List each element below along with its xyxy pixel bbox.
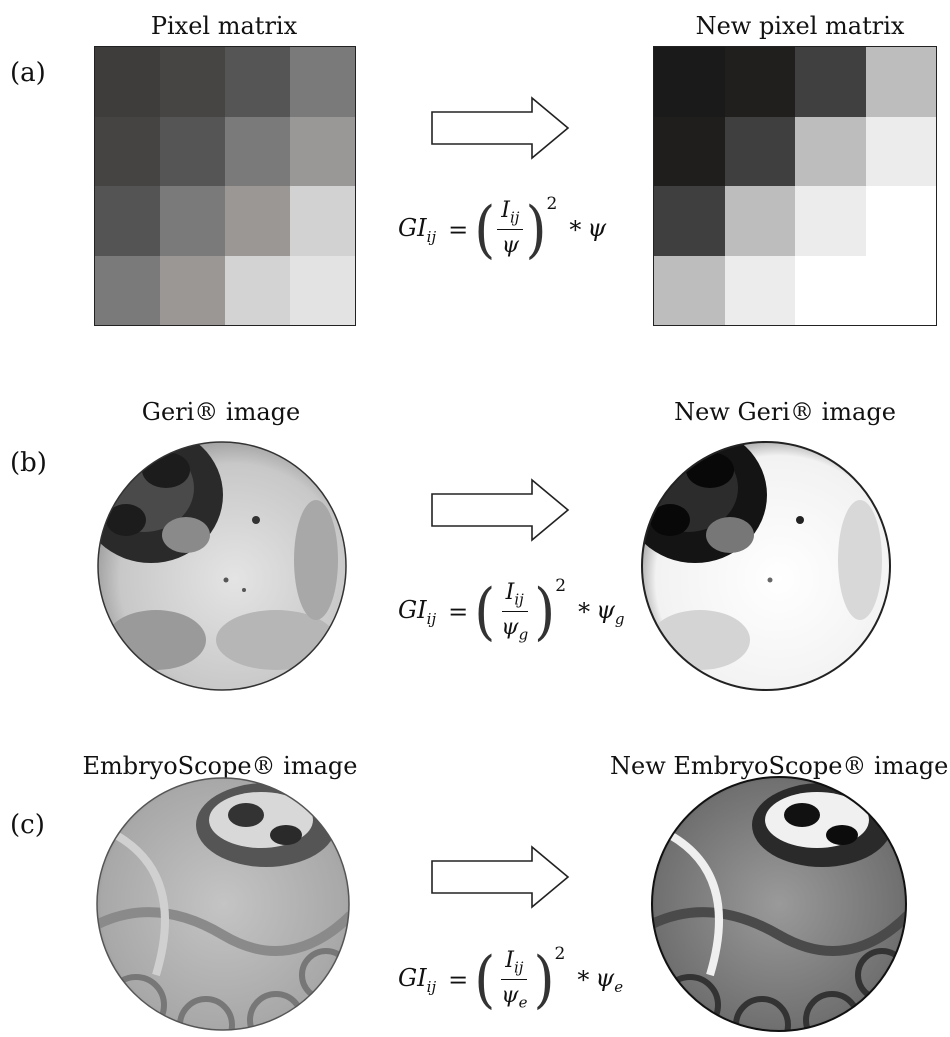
pixel-matrix-cell-1-2 [225, 116, 290, 186]
geri-image-title: Geri® image [141, 398, 301, 426]
new-pixel-matrix-cell-2-3 [865, 186, 936, 256]
new-embryoscope-image-title: New EmbryoScope® image [610, 752, 949, 780]
new-pixel-matrix-cell-1-2 [795, 116, 866, 186]
pixel-matrix-cell-0-0 [95, 47, 160, 117]
new-pixel-matrix-cell-1-1 [724, 116, 795, 186]
geri-image [97, 441, 347, 691]
pixel-matrix-cell-3-0 [95, 255, 160, 325]
panel-label-b: (b) [10, 448, 47, 478]
new-pixel-matrix-cell-2-1 [724, 186, 795, 256]
pixel-matrix-cell-0-1 [160, 47, 225, 117]
new-pixel-matrix-cell-0-3 [865, 47, 936, 117]
new-pixel-matrix-cell-0-0 [654, 47, 725, 117]
pixel-matrix-cell-2-3 [290, 186, 355, 256]
pixel-matrix-cell-1-3 [290, 116, 355, 186]
pixel-matrix-cell-3-1 [160, 255, 225, 325]
new-pixel-matrix-cell-3-1 [724, 255, 795, 325]
new-pixel-matrix-cell-2-2 [795, 186, 866, 256]
pixel-matrix-cell-0-2 [225, 47, 290, 117]
embryoscope-image-title: EmbryoScope® image [82, 752, 358, 780]
new-pixel-matrix-cell-1-3 [865, 116, 936, 186]
pixel-matrix-cell-2-1 [160, 186, 225, 256]
pixel-matrix-cell-0-3 [290, 47, 355, 117]
transform-arrow-b [431, 478, 570, 542]
pixel-matrix [94, 46, 356, 326]
pixel-matrix-cell-2-0 [95, 186, 160, 256]
new-geri-image-title: New Geri® image [674, 398, 896, 426]
pixel-matrix-cell-1-0 [95, 116, 160, 186]
embryoscope-image [96, 777, 350, 1031]
new-pixel-matrix-cell-3-0 [654, 255, 725, 325]
transform-arrow-c [431, 845, 570, 909]
pixel-matrix-cell-3-3 [290, 255, 355, 325]
pixel-matrix-cell-2-2 [225, 186, 290, 256]
pixel-matrix-cell-3-2 [225, 255, 290, 325]
new-pixel-matrix-cell-2-0 [654, 186, 725, 256]
new-pixel-matrix-cell-0-1 [724, 47, 795, 117]
new-pixel-matrix-cell-1-0 [654, 116, 725, 186]
transform-arrow-a [431, 96, 570, 160]
new-pixel-matrix-cell-0-2 [795, 47, 866, 117]
panel-label-c: (c) [10, 810, 45, 840]
pixel-matrix-title: Pixel matrix [150, 12, 298, 40]
new-pixel-matrix-cell-3-2 [795, 255, 866, 325]
new-pixel-matrix-title: New pixel matrix [695, 12, 905, 40]
new-pixel-matrix [653, 46, 937, 326]
new-pixel-matrix-cell-3-3 [865, 255, 936, 325]
new-geri-image [641, 441, 891, 691]
new-embryoscope-image [651, 776, 907, 1032]
panel-label-a: (a) [10, 58, 46, 88]
pixel-matrix-cell-1-1 [160, 116, 225, 186]
